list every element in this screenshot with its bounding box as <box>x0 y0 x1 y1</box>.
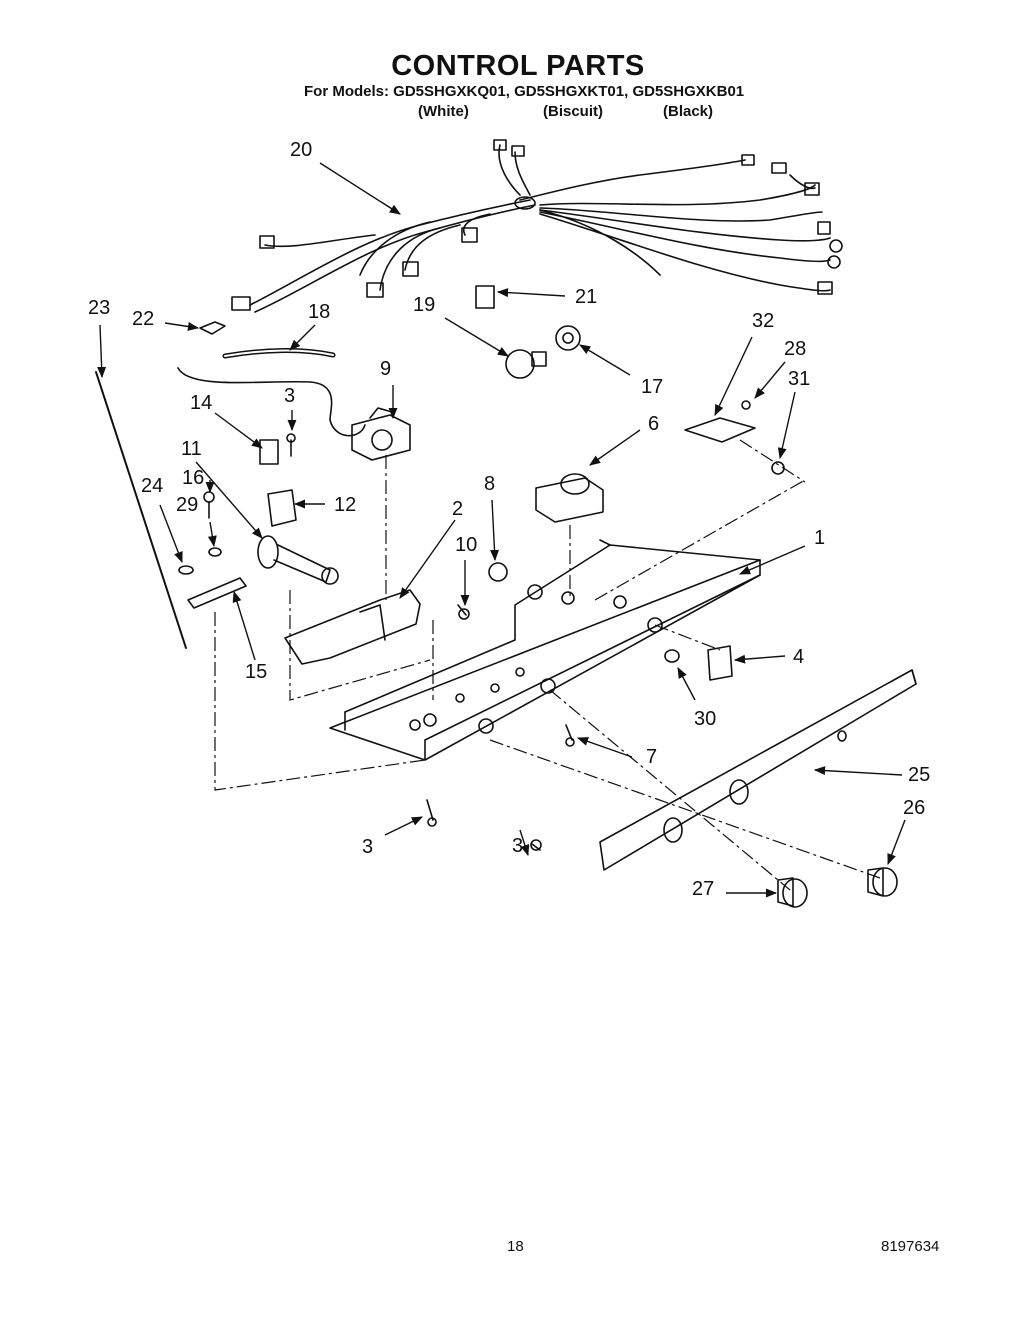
callout-2: 2 <box>452 498 463 520</box>
callout-26: 26 <box>903 797 925 819</box>
callout-3: 3 <box>284 385 295 407</box>
callout-21: 21 <box>575 286 597 308</box>
relay <box>684 417 756 443</box>
callout-7: 7 <box>646 746 657 768</box>
callout-12: 12 <box>334 494 356 516</box>
callout-14: 14 <box>190 392 212 414</box>
callout-1: 1 <box>814 527 825 549</box>
model-list: For Models: GD5SHGXKQ01, GD5SHGXKT01, GD… <box>304 83 744 100</box>
callout-29: 29 <box>176 494 198 516</box>
callout-23: 23 <box>88 297 110 319</box>
callout-18: 18 <box>308 301 330 323</box>
callout-19: 19 <box>413 294 435 316</box>
callout-8: 8 <box>484 473 495 495</box>
wire-clip <box>475 285 495 309</box>
callout-10: 10 <box>455 534 477 556</box>
page-title: CONTROL PARTS <box>391 50 645 82</box>
defrost-timer <box>535 473 604 523</box>
callout-4: 4 <box>793 646 804 668</box>
knob-right <box>872 867 898 897</box>
callout-32: 32 <box>752 310 774 332</box>
bracket <box>259 439 279 465</box>
sensing-tube <box>177 367 366 437</box>
callout-11: 11 <box>181 438 202 460</box>
control-panel-trim <box>599 669 917 871</box>
light-bulb <box>505 349 535 379</box>
document-number: 8197634 <box>881 1238 940 1255</box>
model-number: GD5SHGXKT01, <box>514 83 629 100</box>
callout-31: 31 <box>788 368 810 390</box>
callout-24: 24 <box>141 475 163 497</box>
lever <box>187 577 247 609</box>
model-color-biscuit: (Biscuit) <box>543 103 603 120</box>
knob <box>488 562 508 582</box>
wire-harness <box>231 139 843 313</box>
light-socket <box>555 325 581 351</box>
model-number: GD5SHGXKB01 <box>632 83 745 100</box>
callout-20: 20 <box>290 139 312 161</box>
models-prefix: For Models: <box>304 83 389 100</box>
rod <box>95 371 187 649</box>
callout-17: 17 <box>641 376 663 398</box>
callout-30: 30 <box>694 708 716 730</box>
model-number: GD5SHGXKQ01, <box>393 83 510 100</box>
callout-16: 16 <box>182 467 204 489</box>
callout-9: 9 <box>380 358 391 380</box>
callout-3: 3 <box>512 835 523 857</box>
knob-left <box>782 878 808 908</box>
light-lens <box>664 649 680 663</box>
door-switch <box>707 645 733 681</box>
callout-6: 6 <box>648 413 659 435</box>
callout-28: 28 <box>784 338 806 360</box>
callout-3: 3 <box>362 836 373 858</box>
callout-27: 27 <box>692 878 714 900</box>
control-housing <box>329 539 761 761</box>
retainer-clip <box>199 321 226 335</box>
control-bracket <box>284 589 421 665</box>
page-number: 18 <box>507 1238 524 1255</box>
thermostat <box>351 407 411 461</box>
clamp <box>267 489 297 527</box>
callout-22: 22 <box>132 308 154 330</box>
callout-15: 15 <box>245 661 267 683</box>
control-shaft <box>257 535 339 585</box>
model-color-white: (White) <box>418 103 469 120</box>
callout-25: 25 <box>908 764 930 786</box>
model-color-black: (Black) <box>663 103 714 120</box>
